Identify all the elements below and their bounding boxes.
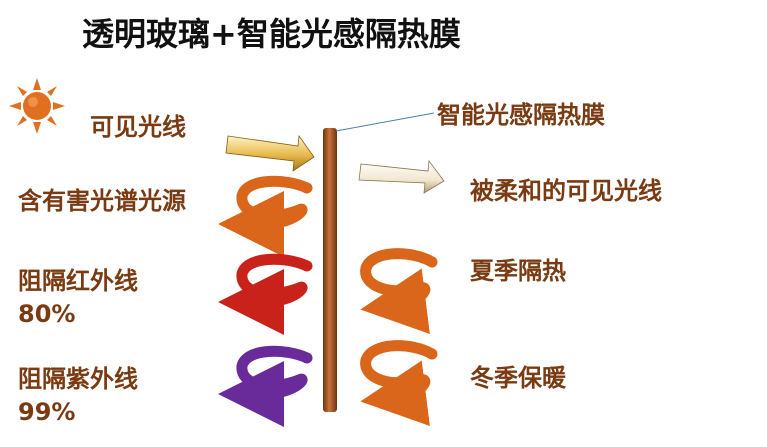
uv-block-percent: 99%: [18, 398, 76, 426]
uv-block-label: 阻隔紫外线: [18, 365, 138, 393]
ir-block-label: 阻隔红外线: [18, 267, 138, 295]
soft-light-arrow: [358, 159, 445, 194]
uv-reflect-arrow: [218, 345, 313, 427]
winter-label: 冬季保暖: [470, 364, 566, 392]
soft-light-label: 被柔和的可见光线: [470, 177, 662, 205]
summer-label: 夏季隔热: [470, 257, 566, 285]
winter-arrow: [360, 340, 438, 426]
visible-light-label: 可见光线: [90, 113, 186, 141]
summer-arrow: [360, 248, 438, 334]
ir-block-percent: 80%: [18, 300, 76, 328]
film-label: 智能光感隔热膜: [437, 101, 605, 129]
film-leader-line: [335, 112, 435, 132]
ir-reflect-arrow: [218, 253, 313, 335]
page-title: 透明玻璃+智能光感隔热膜: [82, 15, 461, 53]
harmful-reflect-arrow: [218, 175, 313, 257]
incoming-light-arrow: [225, 134, 315, 172]
sun-icon: [9, 78, 65, 134]
harmful-spectrum-label: 含有害光谱光源: [18, 187, 186, 215]
film-bar: [323, 128, 337, 412]
